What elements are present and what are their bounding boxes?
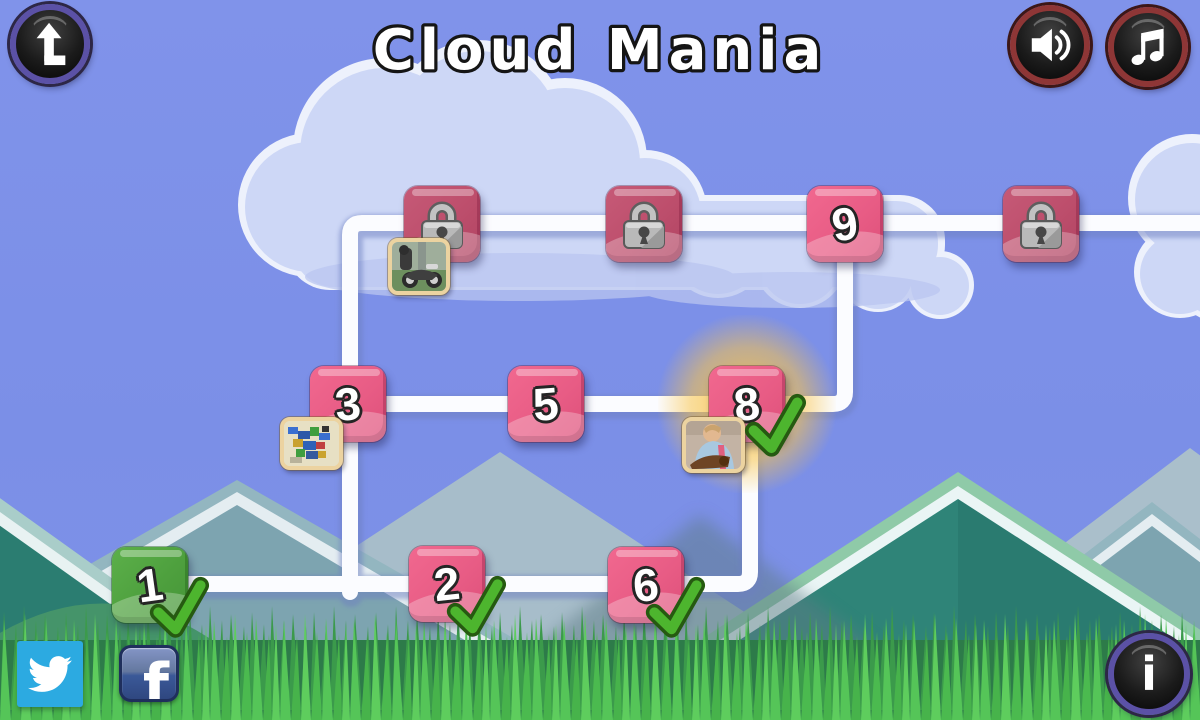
- level-number: 2: [431, 556, 463, 612]
- twitter-bird-icon: [28, 656, 72, 692]
- level-number: 1: [133, 557, 167, 613]
- facebook-f-icon: f: [142, 651, 169, 702]
- level-tile-5[interactable]: 5: [508, 366, 584, 442]
- guitar-player-photo-thumbnail: [682, 417, 745, 473]
- button-gloss: [30, 16, 70, 47]
- music-note-icon: [1131, 28, 1164, 65]
- padlock-icon: [1020, 201, 1062, 249]
- level-tile-9[interactable]: 9: [807, 186, 883, 262]
- level-tile-locked-3[interactable]: [1003, 186, 1079, 262]
- level-number: 9: [828, 196, 862, 252]
- level-tile-6[interactable]: 6: [608, 547, 684, 623]
- back-button[interactable]: [10, 4, 90, 84]
- level-number: 6: [630, 557, 662, 613]
- speaker-icon: [1031, 28, 1071, 62]
- motorcycle-photo-thumbnail: [388, 238, 450, 295]
- music-button[interactable]: [1108, 7, 1188, 87]
- facebook-button[interactable]: f: [119, 645, 179, 702]
- level-tile-1[interactable]: 1: [112, 547, 188, 623]
- info-icon: i: [1141, 647, 1157, 701]
- toy-bricks-photo-thumbnail: [280, 417, 343, 470]
- button-gloss: [1030, 17, 1070, 48]
- return-arrow-icon: [36, 22, 66, 66]
- level-number: 5: [531, 377, 561, 431]
- level-tile-locked-2[interactable]: [606, 186, 682, 262]
- twitter-button[interactable]: [17, 641, 83, 707]
- info-button[interactable]: i: [1108, 633, 1190, 715]
- padlock-icon: [623, 201, 665, 249]
- level-tile-2[interactable]: 2: [409, 546, 485, 622]
- button-gloss: [1128, 19, 1168, 50]
- button-gloss: [1129, 645, 1169, 677]
- sound-button[interactable]: [1010, 5, 1090, 85]
